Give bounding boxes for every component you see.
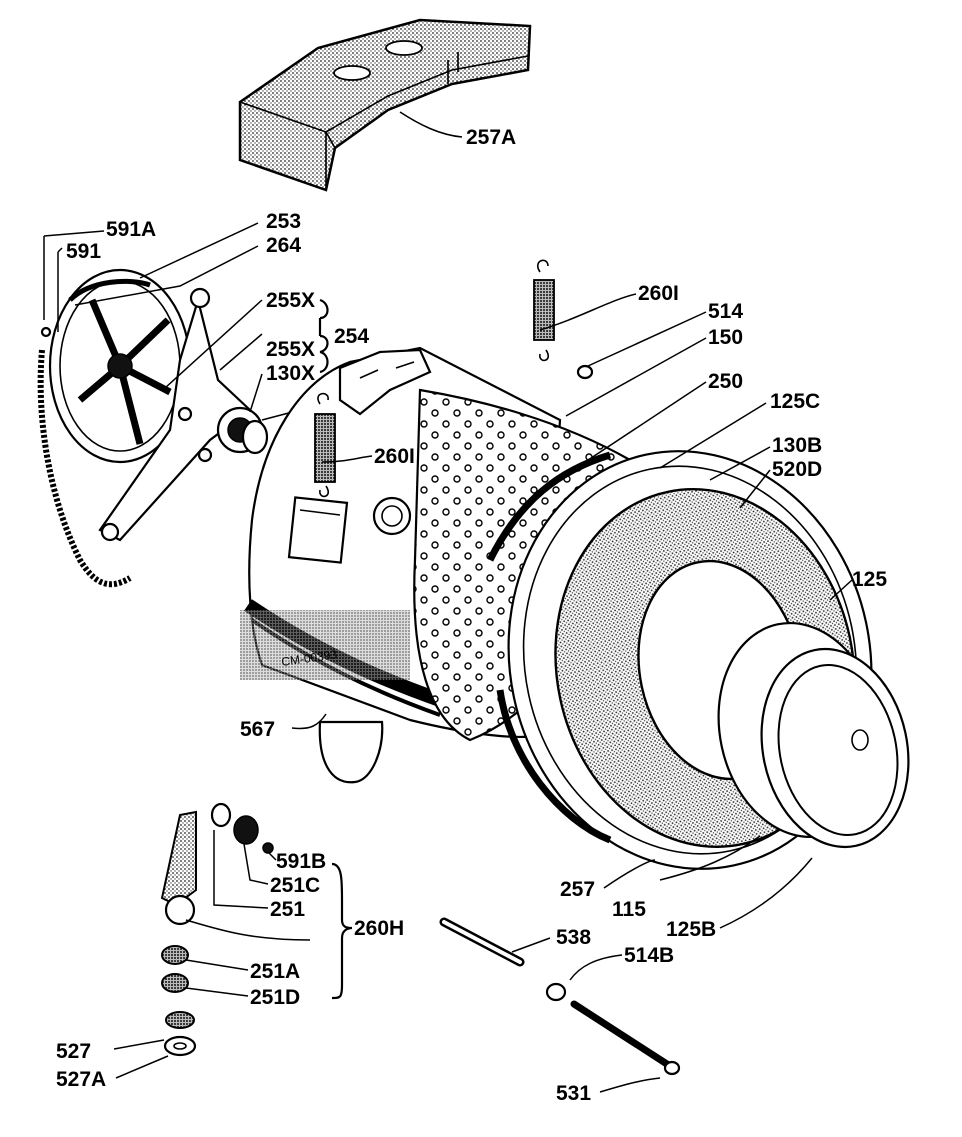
label-591b: 591B [276, 850, 326, 873]
door-seal-125 [717, 621, 910, 849]
label-250: 250 [708, 370, 743, 393]
label-253: 253 [266, 210, 301, 233]
part-514 [576, 364, 594, 380]
label-260h: 260H [354, 917, 404, 940]
label-538: 538 [556, 926, 591, 949]
label-251a: 251A [250, 960, 300, 983]
label-255x-2: 255X [266, 338, 315, 361]
label-125b: 125B [666, 918, 716, 941]
label-255x-1: 255X [266, 289, 315, 312]
label-130b: 130B [772, 434, 822, 457]
label-260i-mid: 260I [374, 445, 415, 468]
label-251c: 251C [270, 874, 320, 897]
bolt-531 [570, 1000, 674, 1070]
label-251d: 251D [250, 986, 300, 1009]
label-264: 264 [266, 234, 301, 257]
spring-260i-mid [314, 392, 336, 498]
callout-labels: 257A 591A 591 253 264 255X 254 255X 130X… [56, 126, 887, 1105]
label-567: 567 [240, 718, 275, 741]
label-527a: 527A [56, 1068, 106, 1091]
label-254: 254 [334, 325, 369, 348]
label-591a: 591A [106, 218, 156, 241]
label-150: 150 [708, 326, 743, 349]
pulley-253 [48, 268, 192, 464]
label-514: 514 [708, 300, 743, 323]
label-520d: 520D [772, 458, 822, 481]
spring-260i-top [533, 259, 555, 362]
counterweight-257a [238, 18, 532, 192]
label-514b: 514B [624, 944, 674, 967]
shock-absorber-260h [160, 802, 274, 1057]
label-257a: 257A [466, 126, 516, 149]
leader-lines [43, 111, 853, 1093]
part-514b [545, 982, 567, 1002]
label-125c: 125C [770, 390, 820, 413]
spider-arm-254 [98, 287, 301, 542]
label-591: 591 [66, 240, 101, 263]
label-125: 125 [852, 568, 887, 591]
label-531: 531 [556, 1082, 591, 1105]
label-130x: 130X [266, 362, 315, 385]
label-257: 257 [560, 878, 595, 901]
label-251: 251 [270, 898, 305, 921]
label-115: 115 [612, 898, 646, 921]
label-260i-top: 260I [638, 282, 679, 305]
hose-567 [318, 720, 384, 784]
label-527: 527 [56, 1040, 91, 1063]
